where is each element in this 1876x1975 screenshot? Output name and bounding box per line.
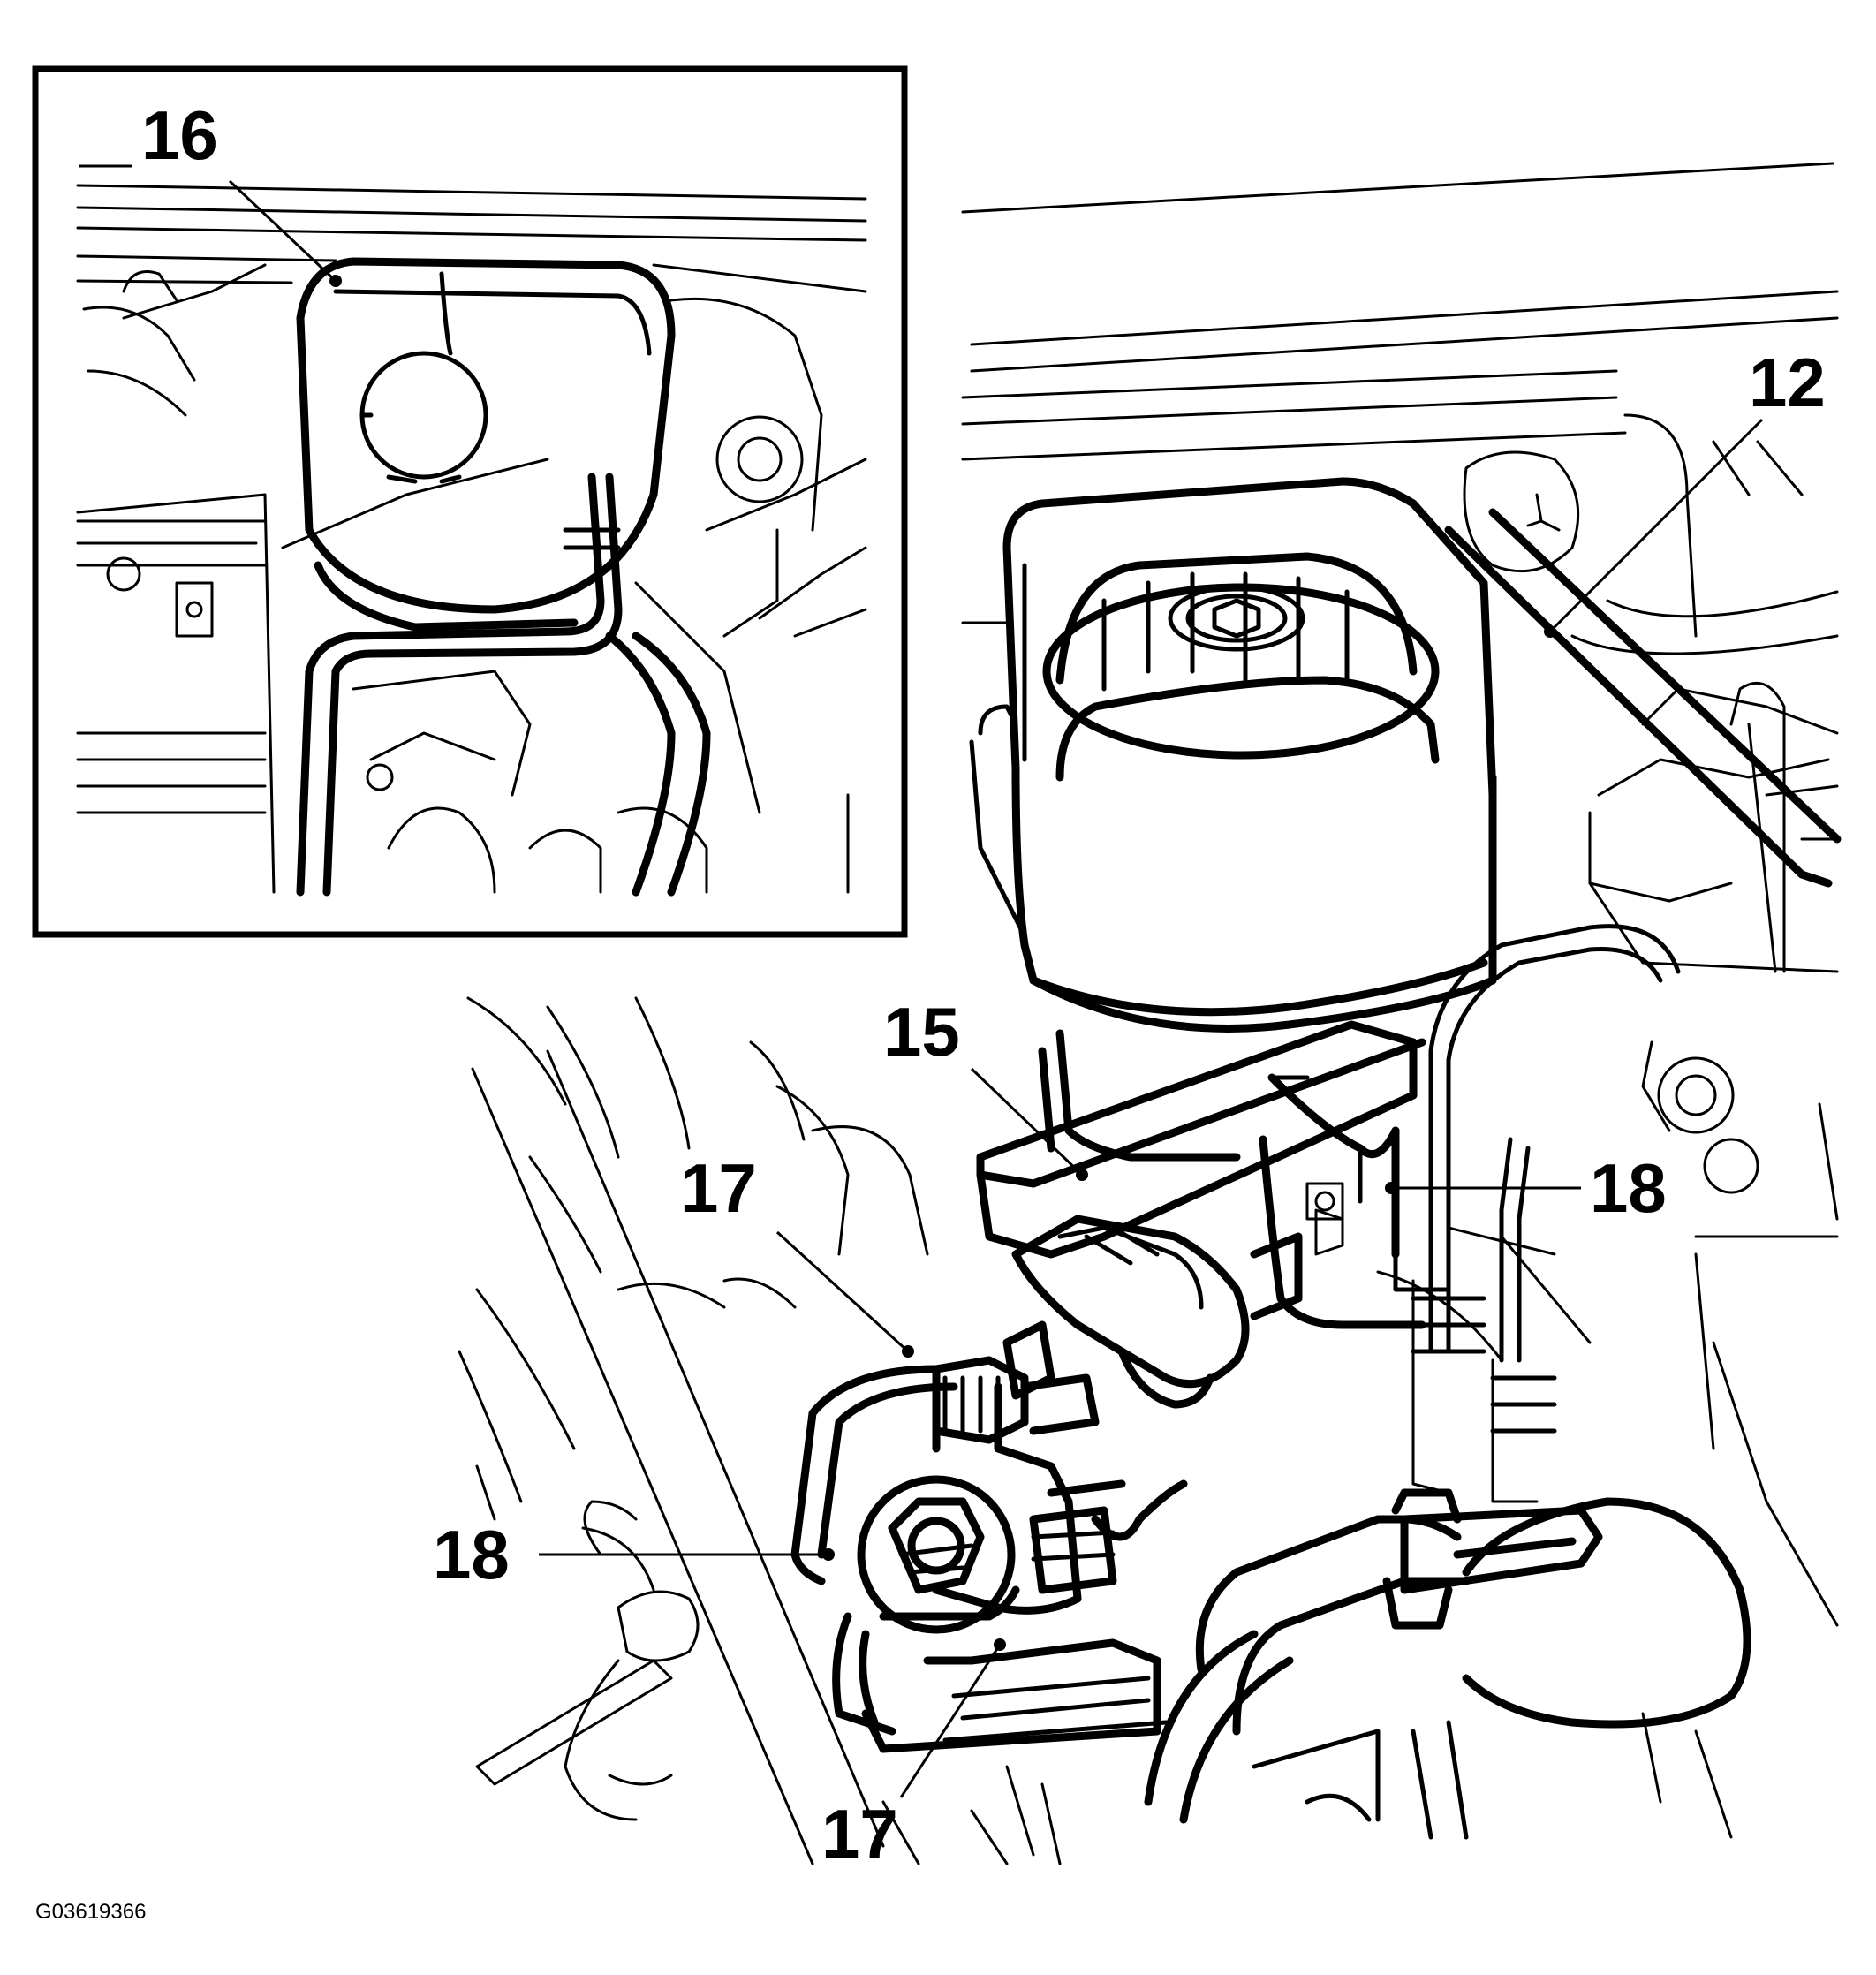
callout-17-upper: 17 <box>680 1149 914 1358</box>
inset-fluid-reservoir <box>296 257 676 632</box>
callout-15-label: 15 <box>883 993 960 1071</box>
callout-17-upper-label: 17 <box>680 1149 757 1227</box>
brake-fluid-reservoir <box>969 477 1497 1162</box>
callout-18-right-label: 18 <box>1590 1149 1667 1227</box>
callout-18-left: 18 <box>433 1516 835 1593</box>
reservoir-bracket <box>1444 508 1842 888</box>
inset-detail <box>32 65 908 938</box>
callout-18-right: 18 <box>1385 1149 1667 1227</box>
background-components <box>1376 681 1839 1627</box>
main-view <box>458 162 1842 1865</box>
bulkhead-lines <box>961 162 1839 655</box>
lower-left-components <box>458 996 1062 1865</box>
callout-12: 12 <box>1544 344 1826 638</box>
inset-engine-bay-lines <box>76 184 867 894</box>
callout-17-lower-label: 17 <box>821 1795 898 1873</box>
inset-brake-lines <box>296 473 711 897</box>
hoses-lower-right <box>1144 1488 1751 1840</box>
callout-16: 16 <box>79 96 342 287</box>
abs-unit-fitting <box>857 1382 1169 1753</box>
sensor-connector <box>976 1020 1426 1409</box>
callout-18-left-label: 18 <box>433 1516 510 1593</box>
figure-code: G03619366 <box>35 1900 146 1924</box>
master-cylinder <box>1259 1073 1451 1329</box>
brake-pipes <box>790 1356 1188 1736</box>
callout-12-label: 12 <box>1749 344 1826 421</box>
callout-16-label: 16 <box>141 96 218 174</box>
callout-17-lower: 17 <box>821 1638 1006 1873</box>
callout-15: 15 <box>883 993 1088 1181</box>
